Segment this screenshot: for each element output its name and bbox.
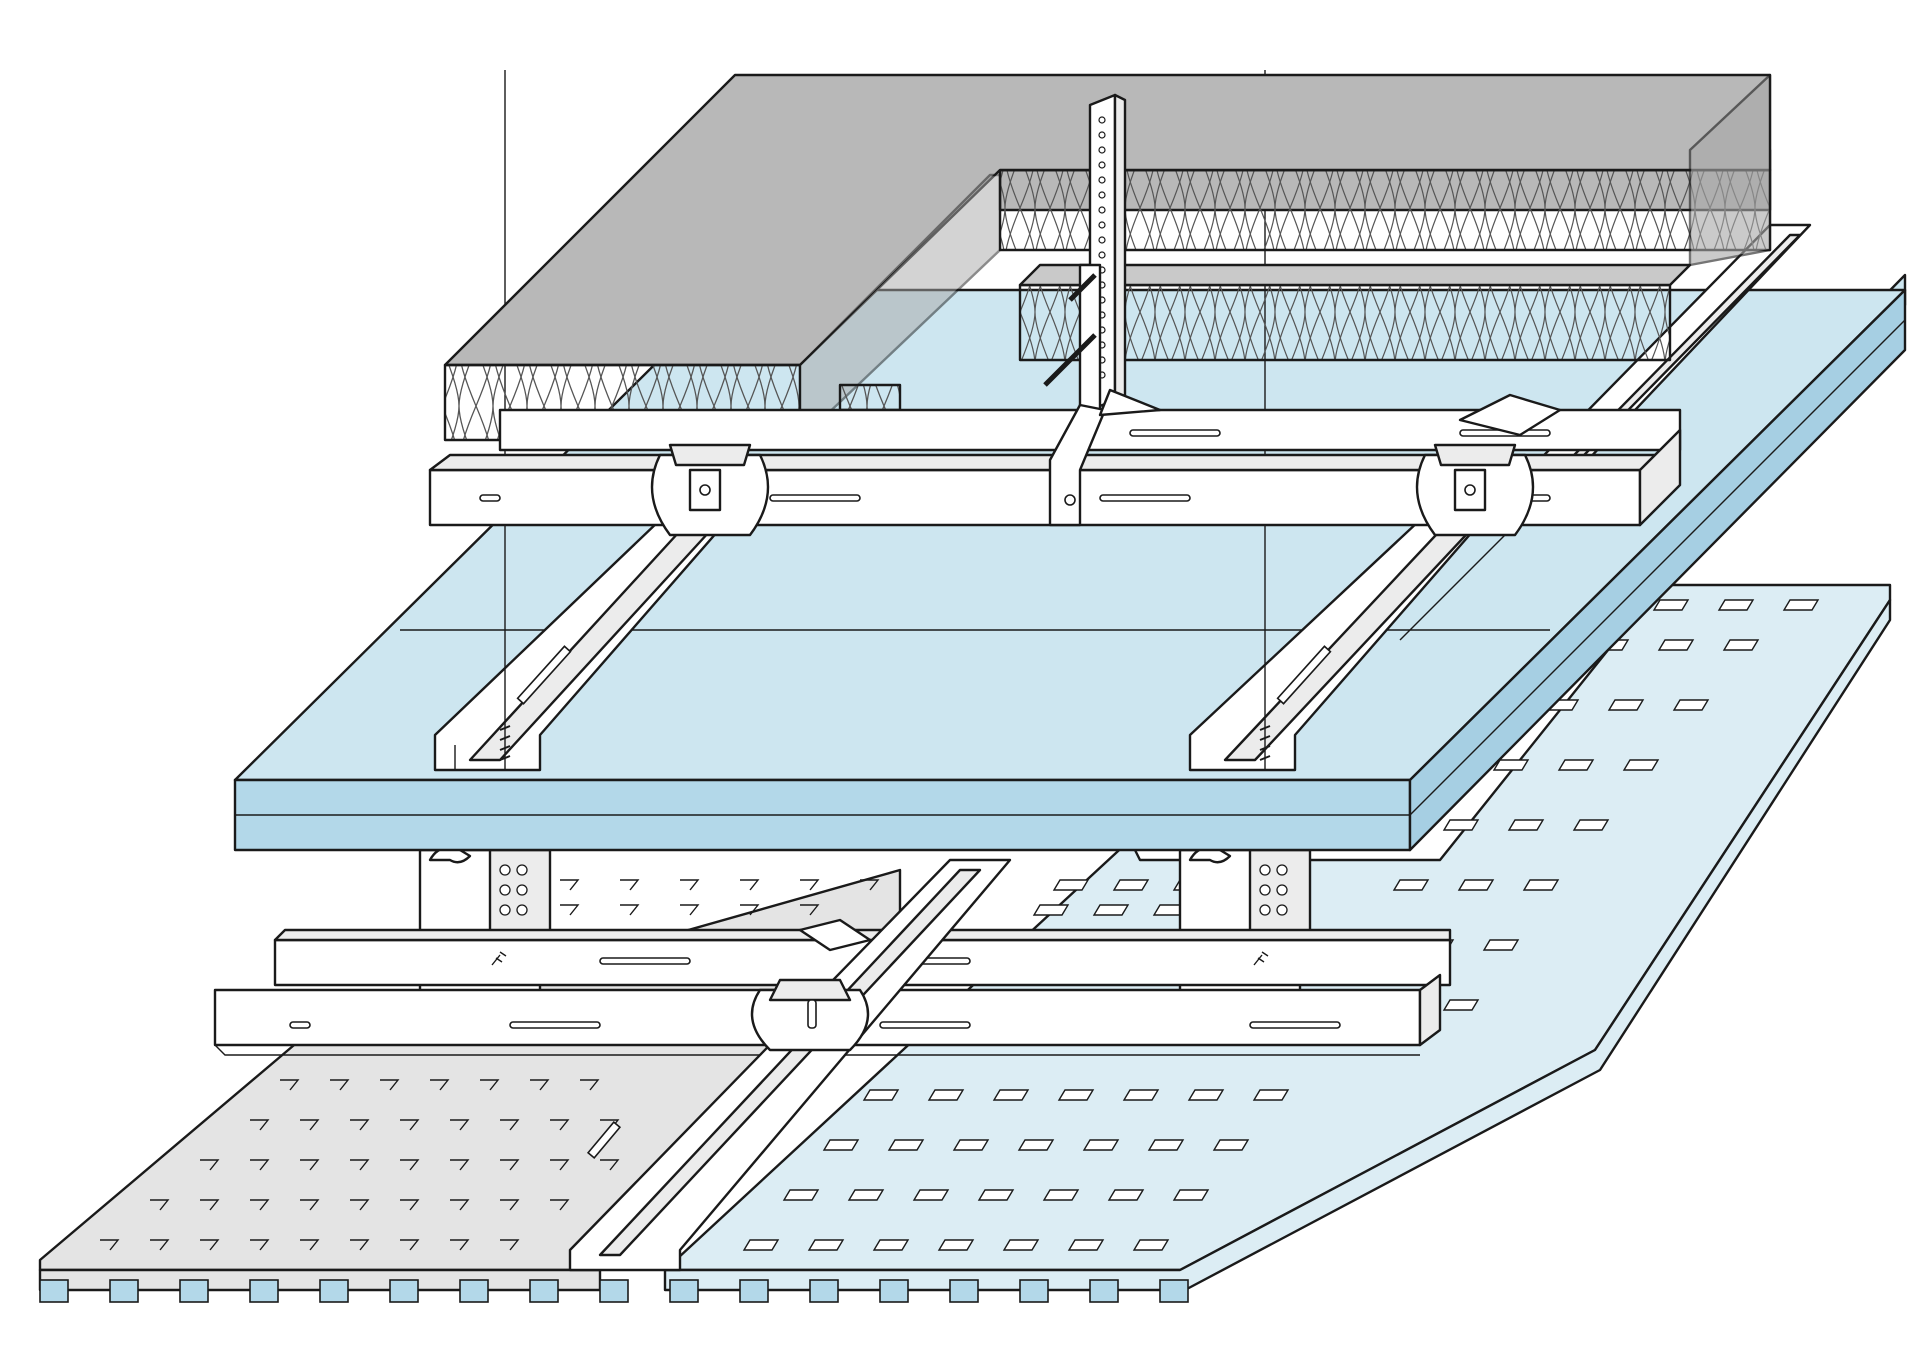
grey-perforations xyxy=(100,879,880,1251)
lower-grid xyxy=(213,846,1452,1272)
screw-icon xyxy=(499,725,1271,761)
panel-edge-teeth xyxy=(39,1279,1189,1303)
hanger-clip-right xyxy=(1415,393,1562,537)
screw-icon xyxy=(491,951,1269,966)
hanger-clip-left xyxy=(650,443,770,537)
upper-grid xyxy=(433,70,1812,772)
direct-hanger xyxy=(1043,93,1162,527)
cross-connector-lower xyxy=(750,918,872,1052)
